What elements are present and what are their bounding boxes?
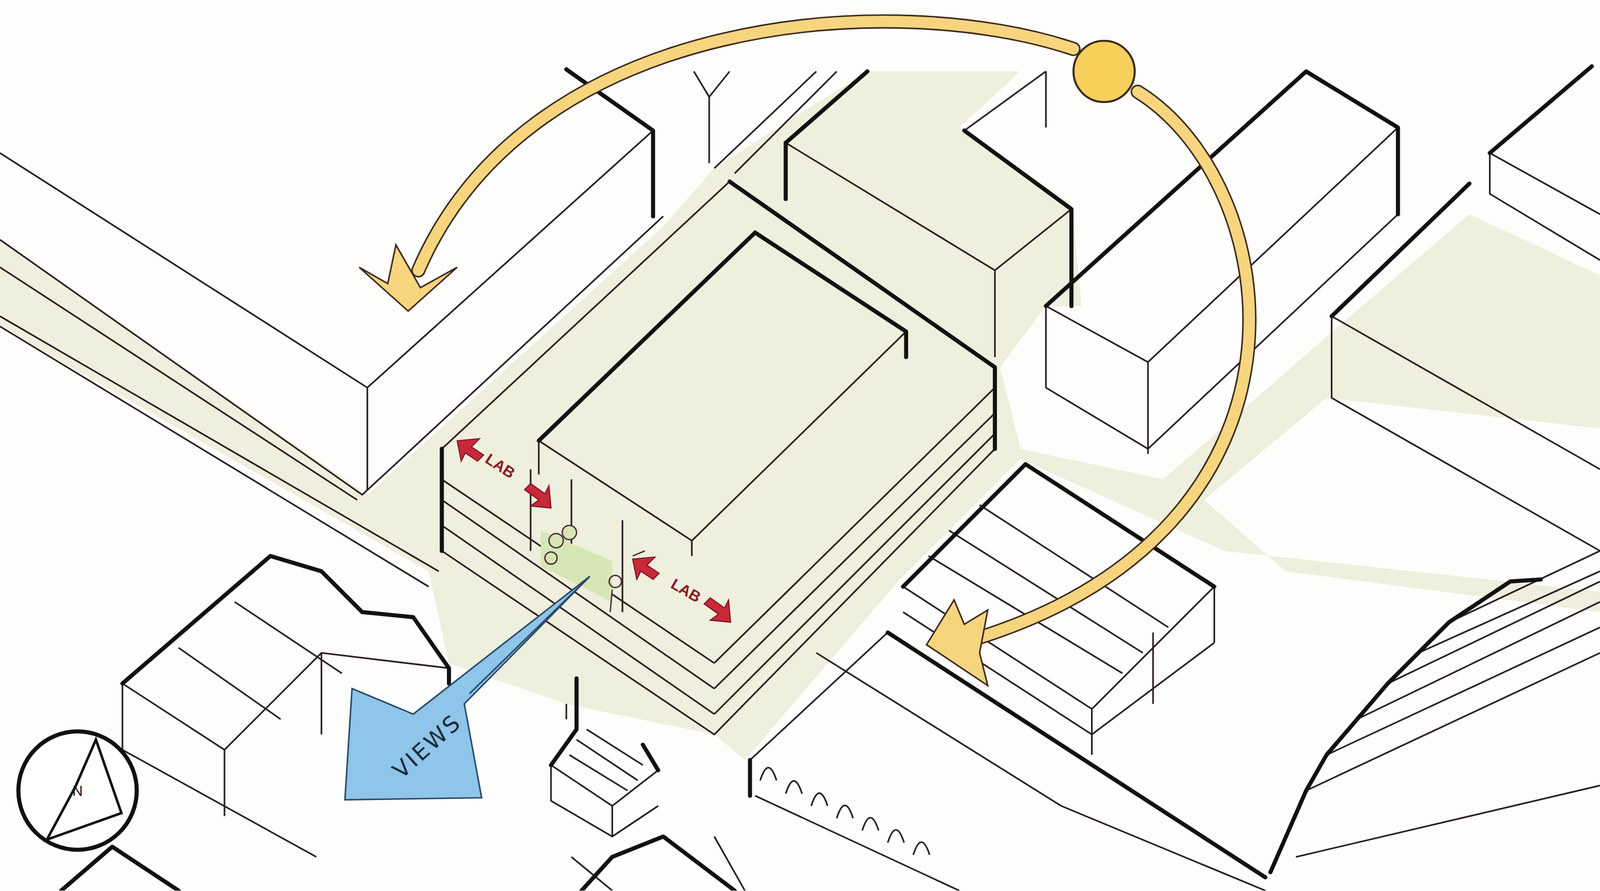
sun-path [359,21,1250,686]
thin-lines [0,71,1600,891]
view-arrow: VIEWS [341,571,592,802]
north-compass: N [14,727,141,855]
street-fill [0,71,1600,761]
lab-arrows [456,438,731,623]
courtyard-people [541,525,646,613]
bold-edges [60,66,1592,891]
node-text: N [72,782,84,800]
node-outline [341,571,592,802]
